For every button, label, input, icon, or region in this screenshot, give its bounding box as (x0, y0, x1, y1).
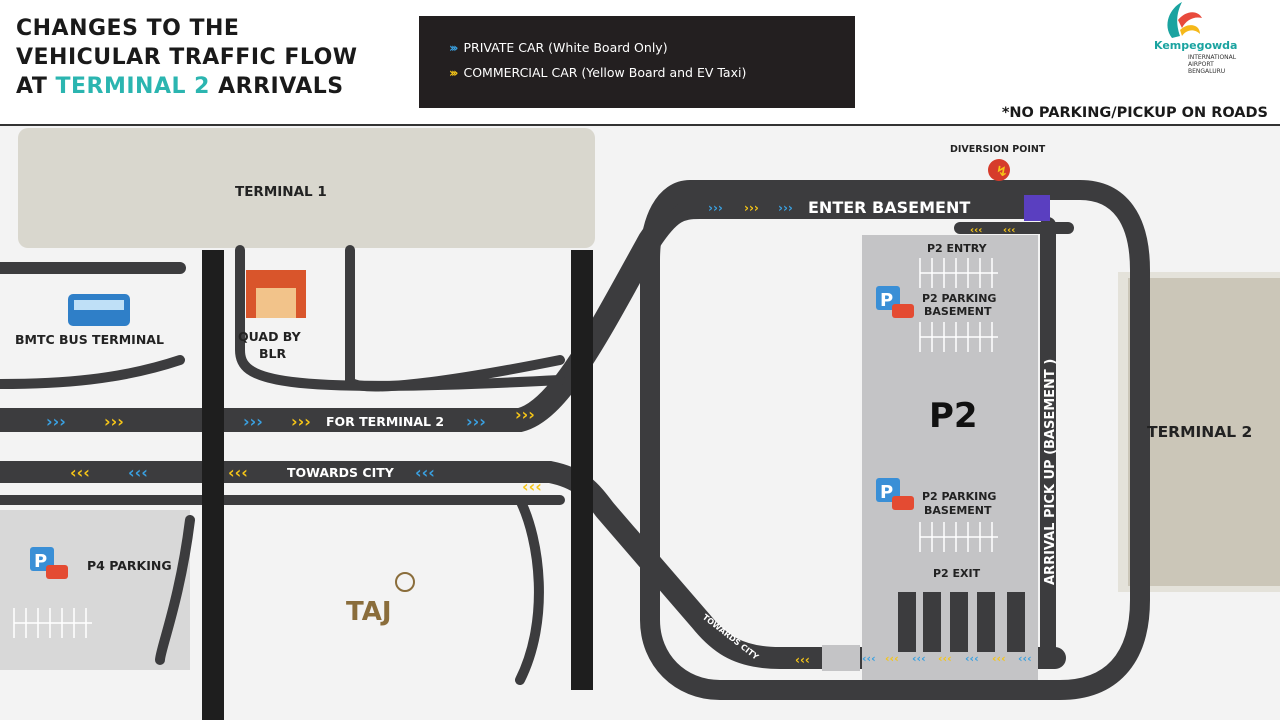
logo-sub-line: AIRPORT (1188, 61, 1214, 68)
parking-icon (30, 547, 68, 579)
black-roads (202, 250, 593, 720)
p2-label: P2 (929, 396, 978, 436)
parking-letter: P (34, 551, 47, 572)
p2-entry-label: P2 ENTRY (927, 242, 988, 255)
legend-commercial: ››› COMMERCIAL CAR (Yellow Board and EV T… (449, 65, 746, 80)
taj-emblem-icon (395, 572, 415, 592)
quad-door (256, 288, 296, 318)
logo-sub-line: BENGALURU (1188, 68, 1226, 75)
legend-private: ››› PRIVATE CAR (White Board Only) (449, 40, 668, 55)
no-parking-note: *NO PARKING/PICKUP ON ROADS (1001, 105, 1268, 121)
yellow-chevron-icon: ››› (449, 65, 459, 80)
commercial-chevron-icon: ‹‹‹ (992, 652, 1006, 665)
p4-area (0, 510, 190, 670)
p2-parking-label: P2 PARKING (922, 292, 996, 305)
private-chevron-icon: ‹‹‹ (912, 652, 926, 665)
parking-icon (876, 286, 914, 318)
private-chevron-icon: ››› (708, 201, 723, 215)
commercial-chevron-icon: ‹‹‹ (522, 477, 542, 496)
p2-exit-lanes (898, 592, 1025, 652)
private-chevron-icon: ‹‹‹ (415, 463, 435, 482)
arrival-pickup-label: ARRIVAL PICK UP (BASEMENT ) (1043, 359, 1058, 585)
diversion-icon (988, 159, 1010, 181)
parking-bays (13, 258, 998, 638)
title-line: AT TERMINAL 2 ARRIVALS (16, 72, 358, 101)
title-line: CHANGES TO THE (16, 16, 240, 41)
exit-gate (822, 645, 860, 671)
title-accent: TERMINAL 2 (55, 74, 210, 99)
bus-window (74, 300, 124, 310)
title-line: VEHICULAR TRAFFIC FLOW (16, 45, 358, 70)
quad-label: QUAD BY (238, 329, 302, 344)
diversion-glyph: ↯ (996, 164, 1008, 180)
roads (0, 180, 1150, 700)
private-chevron-icon: ‹‹‹ (1018, 652, 1032, 665)
title-prefix: AT (16, 74, 56, 99)
legend-label: PRIVATE CAR (White Board Only) (463, 40, 668, 55)
private-chevron-icon: ››› (778, 201, 793, 215)
bmtc-label: BMTC BUS TERMINAL (15, 332, 164, 347)
commercial-chevron-icon: ››› (291, 412, 311, 431)
p2-parking-label: P2 PARKING (922, 490, 996, 503)
for-terminal-2-label: FOR TERMINAL 2 (326, 414, 444, 429)
taj-label: TAJ (346, 597, 392, 627)
parking-icon (876, 478, 914, 510)
commercial-chevron-icon: ››› (744, 201, 759, 215)
p2-basement-label: BASEMENT (924, 305, 992, 318)
vehicle-icon (1024, 195, 1050, 221)
legend-label: COMMERCIAL CAR (Yellow Board and EV Taxi… (463, 65, 747, 80)
commercial-chevron-icon: ‹‹‹ (1003, 225, 1015, 236)
logo-sub-line: INTERNATIONAL (1188, 54, 1237, 61)
p2-exit-label: P2 EXIT (933, 567, 981, 580)
page-title: CHANGES TO THE VEHICULAR TRAFFIC FLOW AT… (16, 14, 358, 101)
terminal-1-label: TERMINAL 1 (235, 184, 327, 200)
private-chevron-icon: ››› (243, 412, 263, 431)
traffic-map: ↯ P P P TERMINAL 1 TERMINAL 2 BMTC BUS T… (0, 124, 1280, 720)
terminal-1-block (18, 128, 595, 248)
terminal-2-block (1128, 278, 1280, 586)
terminal-2-label: TERMINAL 2 (1147, 423, 1252, 441)
legend: ››› PRIVATE CAR (White Board Only) ››› COM… (419, 16, 855, 108)
logo-mark-icon (1167, 2, 1202, 38)
blue-chevron-icon: ››› (449, 40, 459, 55)
commercial-chevron-icon: ››› (515, 405, 535, 424)
private-chevron-icon: ››› (466, 412, 486, 431)
title-suffix: ARRIVALS (209, 74, 344, 99)
diversion-label: DIVERSION POINT (950, 144, 1046, 155)
commercial-chevron-icon: ‹‹‹ (228, 463, 248, 482)
commercial-chevron-icon: ››› (104, 412, 124, 431)
private-chevron-icon: ››› (46, 412, 66, 431)
commercial-chevron-icon: ‹‹‹ (795, 653, 810, 667)
towards-city-label: TOWARDS CITY (287, 465, 395, 480)
p4-label: P4 PARKING (87, 558, 172, 573)
quad-label: BLR (259, 346, 286, 361)
logo-name: Kempegowda (1154, 39, 1238, 52)
commercial-chevron-icon: ‹‹‹ (970, 225, 982, 236)
p2-basement-label: BASEMENT (924, 504, 992, 517)
parking-letter: P (880, 482, 893, 503)
commercial-chevron-icon: ‹‹‹ (938, 652, 952, 665)
private-chevron-icon: ‹‹‹ (862, 652, 876, 665)
commercial-chevron-icon: ‹‹‹ (70, 463, 90, 482)
commercial-chevron-icon: ‹‹‹ (885, 652, 899, 665)
private-chevron-icon: ‹‹‹ (128, 463, 148, 482)
enter-basement-label: ENTER BASEMENT (808, 198, 970, 217)
parking-letter: P (880, 290, 893, 311)
private-chevron-icon: ‹‹‹ (965, 652, 979, 665)
